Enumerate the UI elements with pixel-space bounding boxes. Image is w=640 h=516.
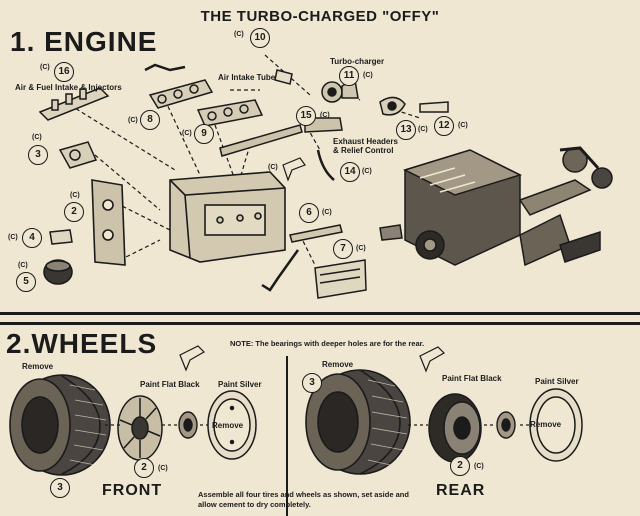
callout-4: 4: [22, 228, 42, 248]
callout-11: 11: [339, 66, 359, 86]
callout-4-c: (C): [8, 234, 18, 241]
callout-13: 13: [396, 120, 416, 140]
front-remove-tire-label: Remove: [22, 362, 54, 371]
wheels-heading: 2.WHEELS: [6, 328, 158, 359]
callout-3-c: (C): [32, 134, 42, 141]
callout-7-c: (C): [356, 245, 366, 252]
callout-9-c: (C): [182, 130, 192, 137]
callout-5-c: (C): [18, 262, 28, 269]
wheels-note: NOTE: The bearings with deeper holes are…: [230, 339, 425, 348]
label-air-intake: Air Intake Tube: [218, 73, 276, 82]
rear-remove-tire-label: Remove: [322, 360, 354, 369]
section-divider-top: [0, 312, 640, 315]
rear-paint-silver-label: Paint Silver: [535, 377, 579, 386]
front-paint-silver-label: Paint Silver: [218, 380, 262, 389]
label-air-fuel: Air & Fuel Intake & Injectors: [15, 83, 122, 92]
front-callout-3: 3: [50, 478, 70, 498]
callout-13-c: (C): [418, 126, 428, 133]
rear-paint-black-label: Paint Flat Black: [442, 374, 502, 383]
page-title: THE TURBO-CHARGED "OFFY": [200, 8, 440, 25]
callout-2: 2: [64, 202, 84, 222]
callout-6: 6: [299, 203, 319, 223]
callout-2-c: (C): [70, 192, 80, 199]
engine-heading: 1. ENGINE: [10, 26, 158, 57]
front-callout-2: 2: [134, 458, 154, 478]
label-turbo: Turbo-charger: [330, 57, 385, 66]
rear-callout-2: 2: [450, 456, 470, 476]
rear-callout-2-c: (C): [474, 463, 484, 470]
front-label: FRONT: [102, 482, 163, 499]
callout-3: 3: [28, 145, 48, 165]
callout-14-pre-c: (C): [268, 164, 278, 171]
callout-15-c: (C): [320, 112, 330, 119]
callout-16-c: (C): [40, 64, 50, 71]
callout-12-c: (C): [458, 122, 468, 129]
callout-9: 9: [194, 124, 214, 144]
callout-12: 12: [434, 116, 454, 136]
label-relief: & Relief Control: [333, 146, 394, 155]
front-remove-hub-label: Remove: [212, 421, 244, 430]
callout-14-c: (C): [362, 168, 372, 175]
rear-label: REAR: [436, 482, 486, 499]
rear-callout-3: 3: [302, 373, 322, 393]
label-exhaust: Exhaust Headers: [333, 137, 398, 146]
assemble-line-1: Assemble all four tires and wheels as sh…: [198, 490, 409, 499]
callout-10-c: (C): [234, 31, 244, 38]
front-callout-2-c: (C): [158, 465, 168, 472]
callout-15: 15: [296, 106, 316, 126]
callout-10: 10: [250, 28, 270, 48]
front-paint-black-label: Paint Flat Black: [140, 380, 200, 389]
callout-8: 8: [140, 110, 160, 130]
assemble-line-2: allow cement to dry completely.: [198, 500, 311, 509]
section-divider-bottom: [0, 322, 640, 325]
callout-11-c: (C): [363, 72, 373, 79]
callout-6-c: (C): [322, 209, 332, 216]
callout-14: 14: [340, 162, 360, 182]
callout-16: 16: [54, 62, 74, 82]
callout-8-c: (C): [128, 117, 138, 124]
callout-7: 7: [333, 239, 353, 259]
callout-5: 5: [16, 272, 36, 292]
rear-remove-hub-label: Remove: [530, 420, 562, 429]
